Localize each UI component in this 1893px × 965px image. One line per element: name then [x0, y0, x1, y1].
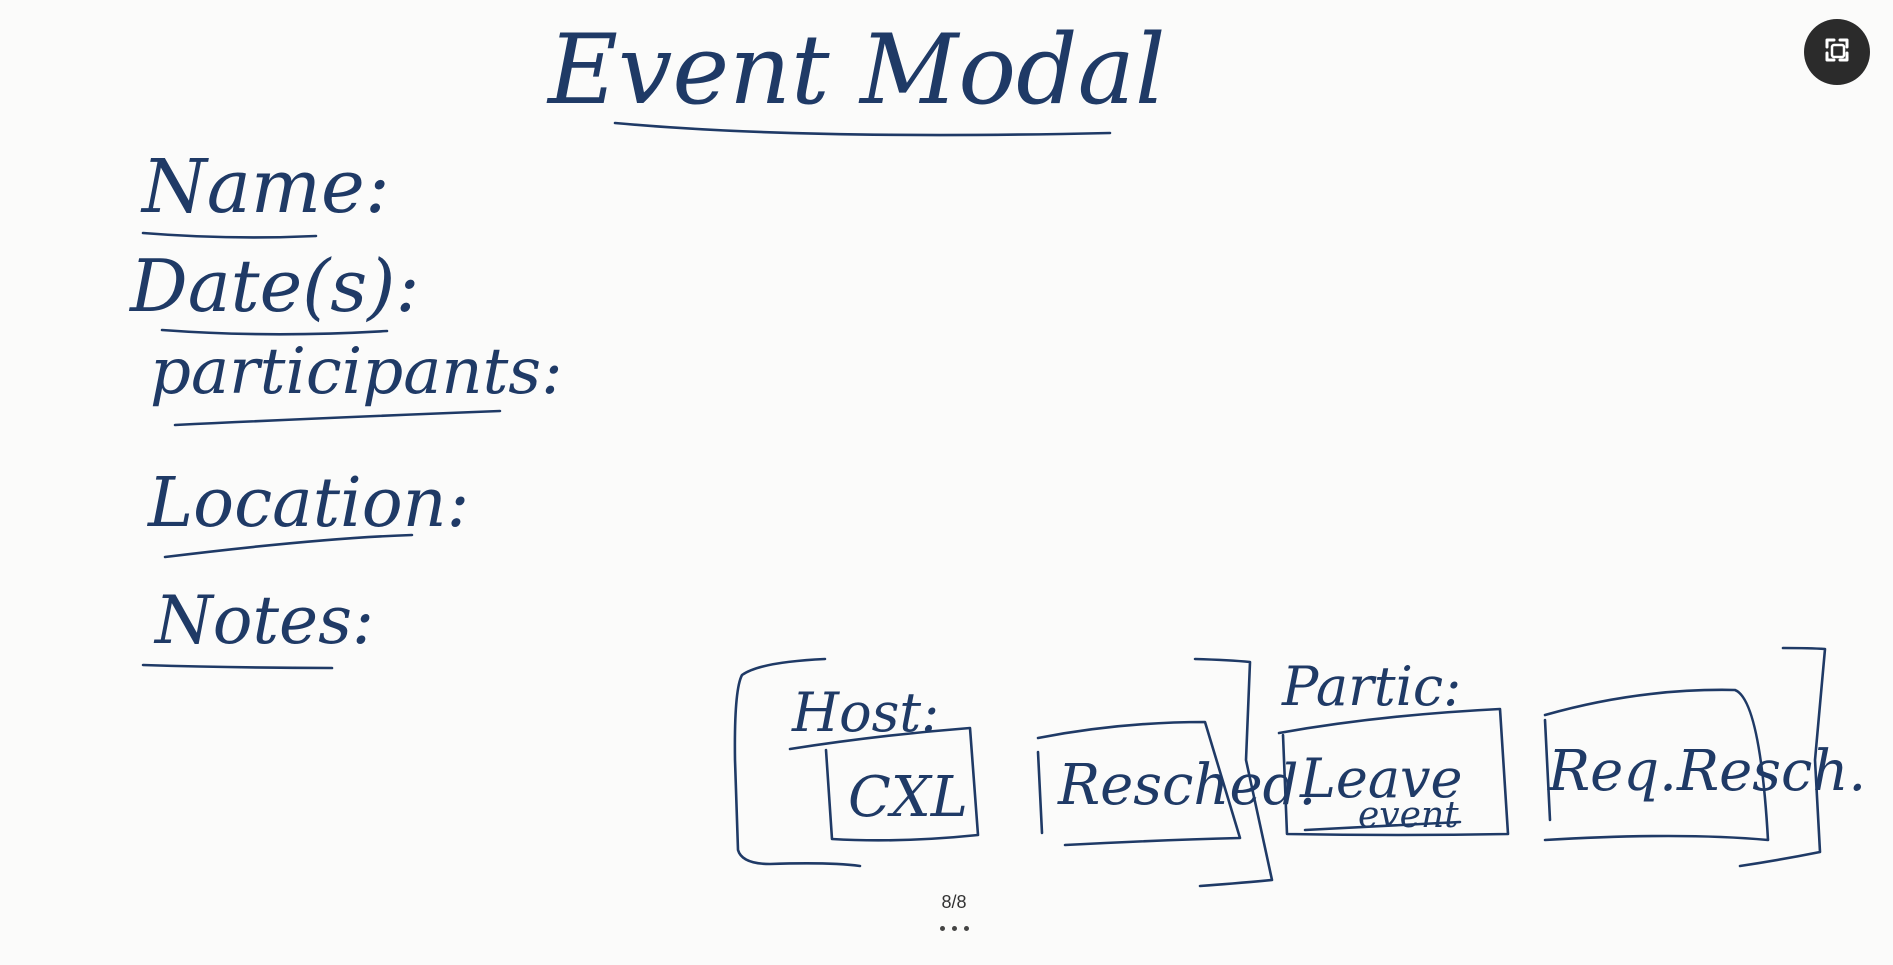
resched-button-sketch: Resched.	[1058, 753, 1317, 818]
host-group-label: Host:	[792, 681, 940, 744]
page-counter: 8/8	[941, 892, 967, 912]
more-options-icon	[939, 925, 945, 931]
req-resch-left-tick	[1543, 718, 1552, 822]
field-label-participants: participants:	[150, 335, 563, 409]
req-resch-button-sketch: Req.Resch.	[1548, 739, 1867, 804]
exit-fullscreen-icon	[1822, 35, 1852, 70]
leave-box-outline	[1277, 707, 1510, 837]
leave-button-sketch-line2: event	[1358, 795, 1459, 836]
req-resch-box-outline	[1543, 688, 1770, 842]
location-underline	[163, 533, 414, 559]
sketch-title: Event Modal	[548, 14, 1166, 126]
more-options-button[interactable]	[928, 920, 980, 936]
more-options-icon	[951, 925, 957, 931]
leave-button-sketch-line1: Leave	[1300, 747, 1463, 810]
field-label-dates: Date(s):	[130, 244, 420, 328]
cxl-box-outline	[788, 726, 980, 842]
host-group-right-bracket	[1193, 657, 1274, 888]
field-label-location: Location:	[148, 464, 470, 543]
resched-left-tick	[1036, 750, 1044, 835]
field-label-name: Name:	[142, 144, 390, 230]
leave-box-divider	[1303, 820, 1462, 832]
name-underline	[141, 231, 318, 239]
cxl-button-sketch: CXL	[848, 765, 968, 830]
more-options-icon	[963, 925, 969, 931]
participants-underline	[173, 409, 502, 427]
notes-underline	[141, 663, 334, 670]
host-group-bracket	[733, 657, 862, 868]
resched-box-outline	[1036, 720, 1242, 847]
exit-fullscreen-button[interactable]	[1804, 19, 1870, 85]
partic-group-right-bracket	[1738, 646, 1827, 868]
participant-group-label: Partic:	[1282, 655, 1462, 718]
title-underline	[613, 121, 1112, 137]
dates-underline	[160, 328, 389, 336]
field-label-notes: Notes:	[155, 582, 375, 659]
